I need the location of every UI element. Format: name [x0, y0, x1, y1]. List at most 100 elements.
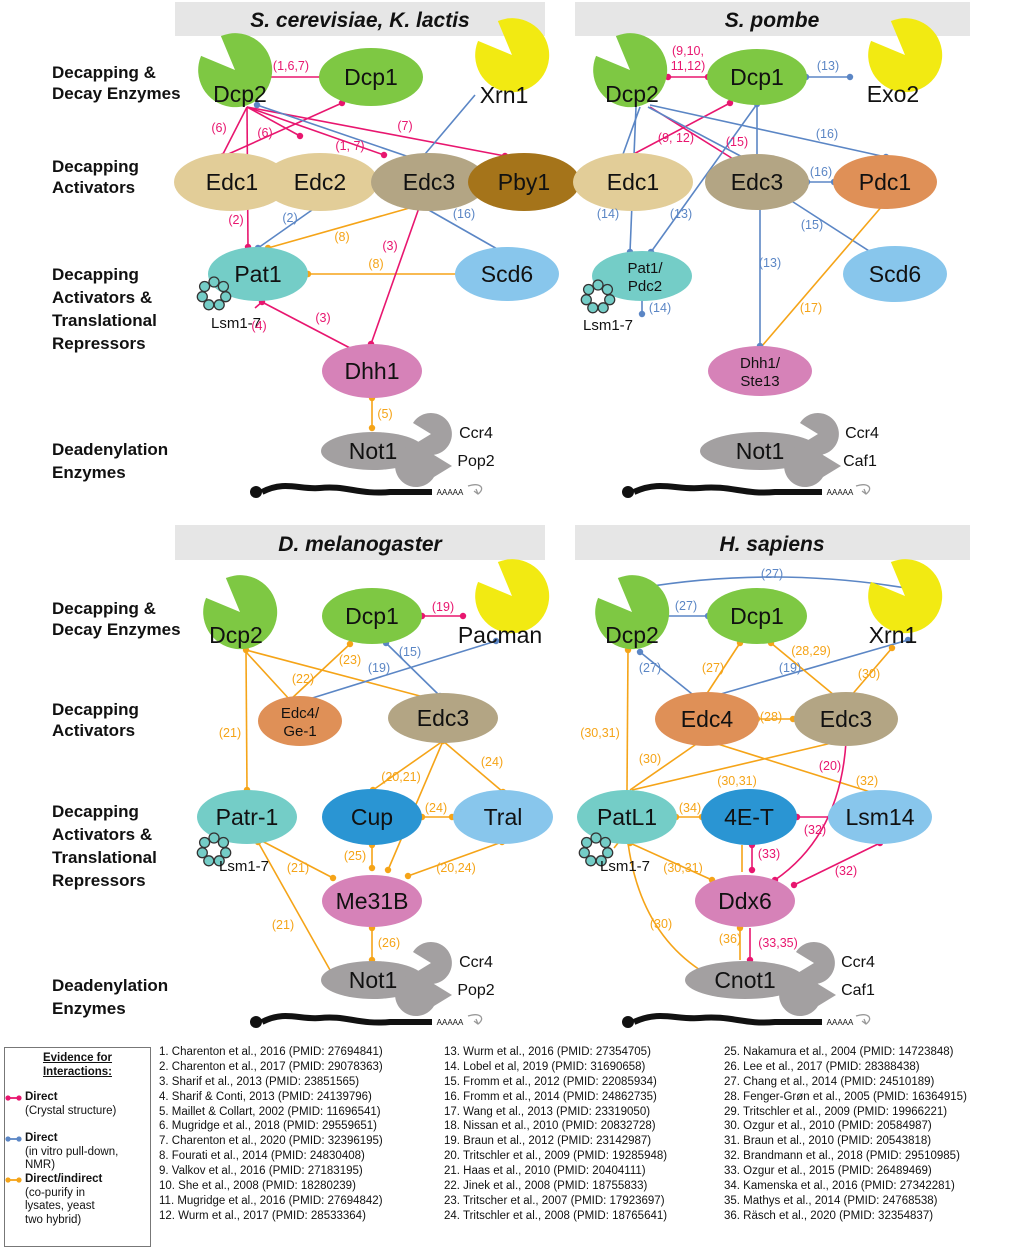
node-label: Edc3 [820, 706, 872, 732]
node-label: Dhh1/ [740, 355, 781, 372]
panel-title-pombe: S. pombe [725, 9, 820, 32]
edge-xrn1-edc3 [849, 647, 893, 698]
pop2-icon [395, 974, 452, 1016]
edge-label: (1,6,7) [273, 59, 309, 73]
edge-label: (13) [759, 256, 781, 270]
node-label: Me31B [336, 888, 409, 914]
row-label-decapping-decay-2: Decapping &Decay Enzymes [52, 599, 181, 639]
edge-label: (32) [804, 823, 826, 837]
legend-item-direct-crystal: Direct(Crystal structure) [25, 1091, 117, 1117]
node-label: Lsm1-7 [583, 317, 633, 334]
reference-item: 18. Nissan et al., 2010 (PMID: 20832728) [444, 1120, 656, 1133]
node-label: Ccr4 [845, 425, 879, 442]
edge-label: (14) [597, 207, 619, 221]
edge-label: (20) [819, 759, 841, 773]
edge-edc3-dhh1 [370, 204, 421, 345]
reference-item: 33. Ozgur et al., 2015 (PMID: 26489469) [724, 1165, 932, 1178]
edge-label: (13) [670, 207, 692, 221]
reference-item: 24. Tritschler et al., 2008 (PMID: 18765… [444, 1209, 668, 1222]
edge-label: (16) [810, 165, 832, 179]
patr1-node [197, 790, 297, 844]
edge-label: (4) [251, 319, 266, 333]
reference-item: 32. Brandmann et al., 2018 (PMID: 295109… [724, 1150, 960, 1163]
edge-label: (3) [382, 239, 397, 253]
dcp1-node [707, 588, 807, 644]
edge-label: (16) [816, 127, 838, 141]
edge-label: (30) [858, 667, 880, 681]
node-label: Edc1 [607, 169, 659, 195]
edge-label: (5) [377, 407, 392, 421]
edge-dcp2-edc3 [246, 106, 385, 156]
lsm-ring-icon [580, 279, 616, 314]
node-label: Lsm1-7 [211, 315, 261, 332]
edge-dcp1-edc3 [385, 642, 441, 697]
edc3-node [705, 154, 809, 210]
edge-dcp1-edc1 [627, 102, 731, 158]
panel-yeast: Dcp2 Dcp1 Xrn1 Edc1 Edc2 Edc3 Pby1 Pat1 … [174, 4, 580, 498]
edc3-node [388, 693, 498, 743]
node-label: Dcp1 [730, 64, 784, 90]
reference-item: 8. Fourati et al., 2014 (PMID: 24830408) [159, 1150, 365, 1163]
edge-label: (19) [779, 661, 801, 675]
4et-node [701, 789, 797, 845]
node-label: Exo2 [867, 81, 919, 107]
pby1-node [468, 153, 580, 211]
node-label: Ge-1 [283, 723, 316, 740]
reference-item: 19. Braun et al., 2012 (PMID: 23142987) [444, 1135, 652, 1148]
edge-label: (7) [397, 119, 412, 133]
node-label: Edc3 [731, 169, 783, 195]
edge-label: (33) [758, 847, 780, 861]
ccr4-icon [413, 412, 452, 455]
legend-swatches [5, 1095, 22, 1183]
reference-item: 36. Räsch et al., 2020 (PMID: 32354837) [724, 1209, 934, 1222]
edge-dcp2-patr1 [245, 651, 248, 791]
reference-item: 34. Kamenska et al., 2016 (PMID: 2734228… [724, 1180, 955, 1193]
node-label: Lsm1-7 [600, 858, 650, 875]
reference-item: 27. Chang et al., 2014 (PMID: 24510189) [724, 1075, 935, 1088]
edge-dcp2-pby1 [246, 106, 506, 157]
edge-dcp2-edc1 [221, 106, 248, 157]
dcp1-node [322, 588, 422, 644]
edge-label: (19) [432, 600, 454, 614]
edge-dcp2-patl1 [626, 649, 629, 791]
node-label: AAAAA [827, 1018, 854, 1027]
reference-item: 3. Sharif et al., 2013 (PMID: 23851565) [159, 1075, 360, 1088]
edge-lsm14-ddx6 [793, 842, 881, 886]
edge-label: (27) [761, 567, 783, 581]
node-label: Dcp2 [605, 81, 659, 107]
row-label-decapping-decay: Decapping &Decay Enzymes [52, 63, 181, 103]
patl1-node [577, 790, 677, 844]
node-label: Pat1 [234, 261, 281, 287]
edc1-node [174, 153, 290, 211]
node-label: AAAAA [437, 488, 464, 497]
edge-label: (32) [856, 774, 878, 788]
node-label: Edc3 [403, 169, 455, 195]
reference-item: 28. Fenger-Grøn et al., 2005 (PMID: 1636… [724, 1090, 967, 1103]
caf1-icon [779, 974, 836, 1016]
node-label: Dhh1 [345, 358, 400, 384]
node-label: Ccr4 [459, 954, 493, 971]
node-label: Edc1 [206, 169, 258, 195]
edge-label: (30,31) [663, 861, 703, 875]
edge-label: (30,31) [580, 726, 620, 740]
reference-item: 6. Mugridge et al., 2018 (PMID: 29559651… [159, 1120, 377, 1133]
reference-item: 17. Wang et al., 2013 (PMID: 23319050) [444, 1105, 651, 1118]
dcp2-pacman-icon [189, 561, 293, 665]
edge-label: (21) [272, 918, 294, 932]
node-label: Ddx6 [718, 888, 772, 914]
node-label: Pdc2 [628, 278, 662, 295]
edge-edc3-patl1 [631, 741, 837, 791]
node-label: Edc3 [417, 705, 469, 731]
edge-dcp2-edc3-blue [647, 106, 749, 161]
dhh1-node [322, 344, 422, 398]
reference-item: 1. Charenton et al., 2016 (PMID: 2769484… [159, 1046, 383, 1058]
node-label: Xrn1 [480, 82, 529, 108]
dcp1-node [707, 49, 807, 105]
node-label: Caf1 [841, 982, 875, 999]
edge-label: (34) [679, 801, 701, 815]
node-label: Not1 [349, 438, 398, 464]
edge-label: (24) [481, 755, 503, 769]
edge-label: (19) [368, 661, 390, 675]
reference-item: 12. Wurm et al., 2017 (PMID: 28533364) [159, 1209, 366, 1222]
